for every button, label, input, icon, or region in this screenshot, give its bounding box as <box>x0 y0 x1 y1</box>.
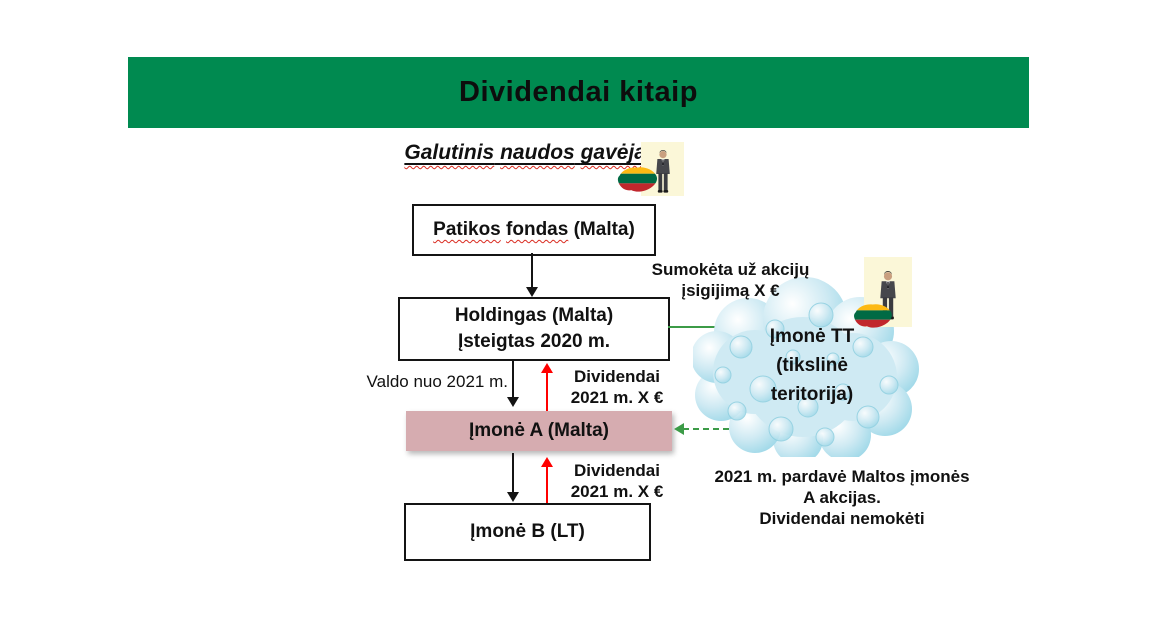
arrow-cloud-to-a-dashed <box>683 428 769 430</box>
sale-note: 2021 m. pardavė Maltos įmonės A akcijas.… <box>714 467 970 528</box>
beneficiary-label: Galutinis naudos gavėjas <box>404 141 658 164</box>
trust-box: Patikos fondas (Malta) <box>412 204 656 256</box>
slide-title-bar: Dividendai kitaip <box>128 57 1029 128</box>
trust-box-label: Patikos fondas (Malta) <box>433 219 635 240</box>
arrow-cloud-to-a-dashed-head <box>674 423 684 435</box>
cloud-company-label: Įmonė TT (tikslinė teritorija) <box>769 326 855 405</box>
dividend-label-bottom: Dividendai 2021 m. X € <box>570 461 664 501</box>
company-a-box: Įmonė A (Malta) <box>406 411 672 451</box>
arrow-holding-to-a <box>512 359 514 398</box>
arrow-holding-to-cloud <box>668 326 746 328</box>
valdo-label: Valdo nuo 2021 m. <box>366 372 508 391</box>
arrow-a-dividend-up <box>546 372 548 411</box>
holding-box: Holdingas (Malta) Įsteigtas 2020 m. <box>398 297 670 361</box>
arrow-holding-to-a-head <box>507 397 519 407</box>
company-b-box: Įmonė B (LT) <box>404 503 651 561</box>
arrow-a-to-b-head <box>507 492 519 502</box>
arrow-b-dividend-up <box>546 466 548 503</box>
dividend-label-top: Dividendai 2021 m. X € <box>570 367 664 407</box>
businessman-figure <box>655 150 670 193</box>
arrow-b-dividend-up-head <box>541 457 553 467</box>
arrow-trust-to-holding <box>531 253 533 288</box>
company-a-label: Įmonė A (Malta) <box>468 420 610 441</box>
offshore-cloud-shape <box>693 277 919 457</box>
paid-for-shares-label: Sumokėta už akcijų įsigijimą X € <box>651 260 810 300</box>
arrow-trust-to-holding-head <box>526 287 538 297</box>
company-b-label: Įmonė B (LT) <box>470 521 585 542</box>
holding-box-line2: Įsteigtas 2020 m. <box>457 331 611 352</box>
arrow-a-to-b <box>512 453 514 492</box>
holding-box-line1: Holdingas (Malta) <box>454 305 614 326</box>
lithuania-flag-icon <box>615 164 659 193</box>
slide-title: Dividendai kitaip <box>459 76 698 108</box>
lithuania-flag-icon <box>851 301 894 329</box>
arrow-a-dividend-up-head <box>541 363 553 373</box>
